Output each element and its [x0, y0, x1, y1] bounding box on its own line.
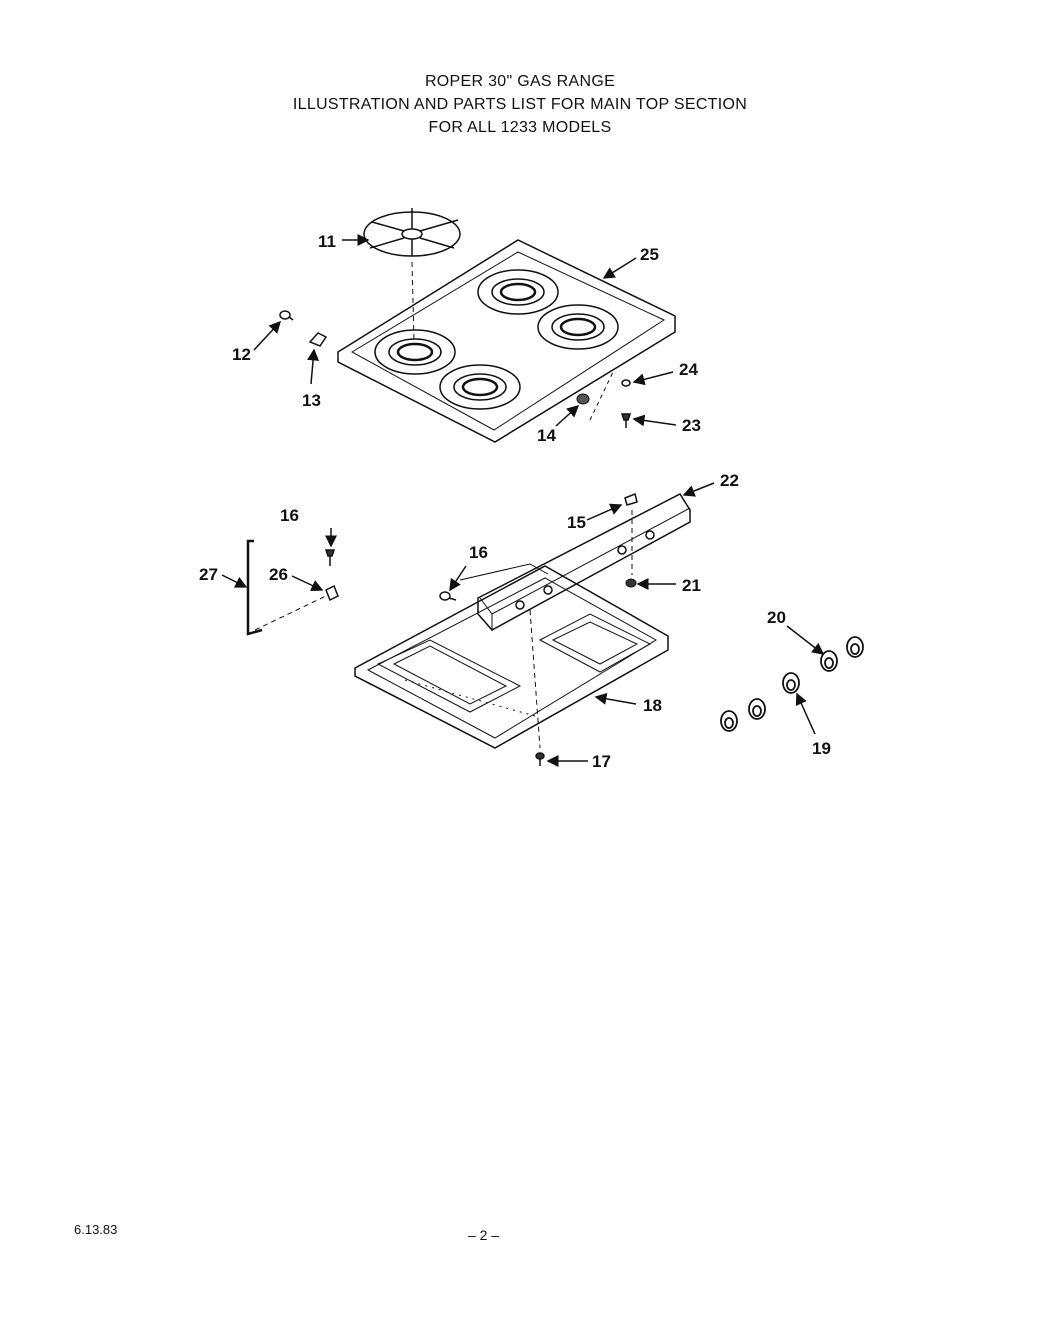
- knob-2: [748, 698, 766, 720]
- knob-set: [720, 636, 864, 732]
- burner-front-left: [374, 329, 456, 375]
- knob-5: [846, 636, 864, 658]
- footer-page-number: – 2 –: [468, 1227, 500, 1243]
- leader-lines: [221, 234, 825, 767]
- callout-14: 14: [537, 426, 556, 445]
- screw-23: [620, 413, 632, 428]
- footer-date: 6.13.83: [74, 1222, 118, 1237]
- callout-15: 15: [567, 513, 586, 532]
- callout-24: 24: [679, 360, 698, 379]
- burner-rear-right: [537, 304, 619, 350]
- title-line-3: FOR ALL 1233 MODELS: [428, 119, 612, 136]
- side-trim-27: [246, 539, 263, 636]
- knob-4: [820, 650, 838, 672]
- manifold-22: [459, 493, 691, 632]
- knob-3: [782, 672, 800, 694]
- callout-16-lower: 16: [469, 543, 488, 562]
- cooktop-front-lip: [337, 331, 676, 443]
- burner-grate: [363, 208, 461, 257]
- callout-25: 25: [640, 245, 659, 264]
- callout-13: 13: [302, 391, 321, 410]
- washer-24: [621, 379, 631, 387]
- screw-16-upper: [324, 549, 336, 566]
- screw-16-lower: [439, 591, 457, 601]
- cooktop-inner-edge: [350, 251, 666, 431]
- callout-16-upper: 16: [280, 506, 299, 525]
- clip-26: [325, 584, 339, 602]
- callout-26: 26: [269, 565, 288, 584]
- callout-18: 18: [643, 696, 662, 715]
- title-line-1: ROPER 30" GAS RANGE: [424, 73, 616, 90]
- callout-17: 17: [592, 752, 611, 771]
- burner-rear-left: [477, 269, 559, 315]
- burner-box-18: [354, 565, 669, 749]
- leader-dashed-14: [589, 369, 615, 421]
- grommet-14: [576, 393, 590, 405]
- title-block: ROPER 30" GAS RANGE ILLUSTRATION AND PAR…: [0, 70, 1040, 139]
- screw-12: [279, 310, 294, 321]
- bracket-13: [308, 332, 328, 347]
- side-leader-dashed: [254, 594, 329, 631]
- callout-20: 20: [767, 608, 786, 627]
- callout-19: 19: [812, 739, 831, 758]
- clip-15: [624, 492, 638, 506]
- callout-12: 12: [232, 345, 251, 364]
- cooktop-assembly: [337, 239, 676, 443]
- burner-front-right: [439, 364, 521, 410]
- callout-21: 21: [682, 576, 701, 595]
- screw-17: [535, 752, 545, 766]
- callout-22: 22: [720, 471, 739, 490]
- knob-1: [720, 710, 738, 732]
- callout-23: 23: [682, 416, 701, 435]
- callout-27: 27: [199, 565, 218, 584]
- grate-leader-dashed: [411, 261, 415, 341]
- nut-21: [625, 578, 637, 588]
- callout-11: 11: [318, 232, 336, 251]
- title-line-2: ILLUSTRATION AND PARTS LIST FOR MAIN TOP…: [292, 96, 748, 113]
